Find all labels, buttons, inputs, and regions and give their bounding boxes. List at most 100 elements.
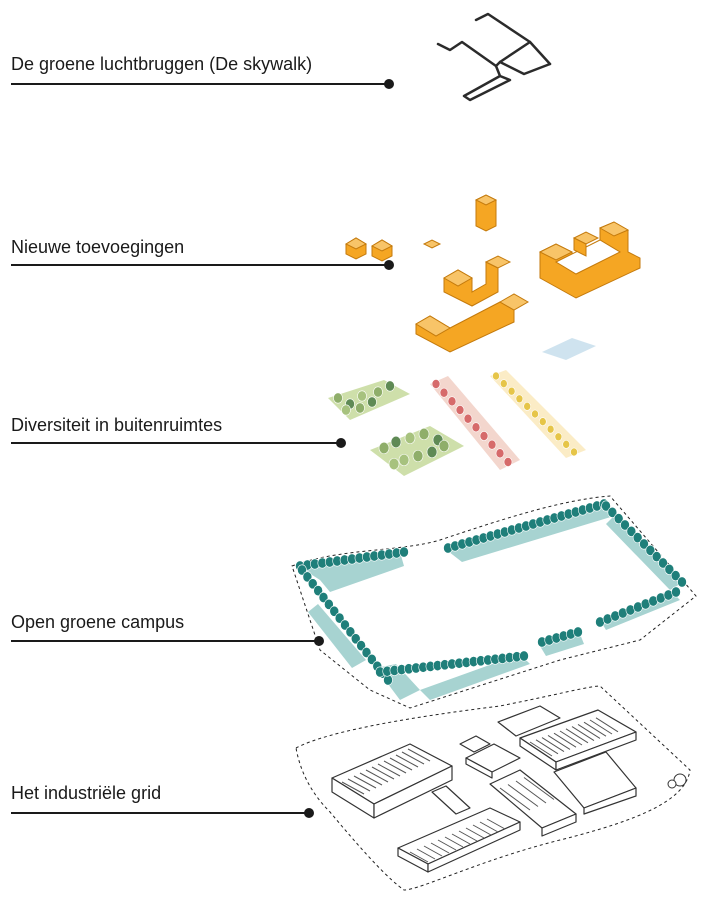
outdoor-tree <box>341 404 351 416</box>
roof-stripe <box>465 827 485 839</box>
roof-stripe <box>515 780 547 804</box>
campus-tree <box>607 506 618 518</box>
campus-tree <box>334 612 345 624</box>
outdoor-tree <box>333 392 343 404</box>
leader-line-additions <box>11 264 389 266</box>
outdoor-tree-red <box>447 396 457 407</box>
leader-line-grid <box>11 812 309 814</box>
campus-tree <box>350 633 361 645</box>
roof-stripe <box>444 836 464 848</box>
roof-stripe <box>389 757 413 771</box>
campus-tree <box>613 513 624 525</box>
outdoor-tree <box>412 449 424 463</box>
outdoor-tree-red <box>487 439 497 450</box>
campus-tree <box>367 653 377 665</box>
roof-stripe <box>553 732 577 748</box>
industrial-roof-stripes <box>341 717 619 863</box>
leader-dot-grid <box>304 808 314 818</box>
industrial-small-structure <box>667 773 687 789</box>
roof-stripe <box>416 848 436 860</box>
roof-stripe <box>365 769 389 783</box>
campus-tree <box>307 578 318 590</box>
outdoor-tree <box>378 441 390 455</box>
roof-stripe <box>395 754 419 768</box>
campus-tree <box>356 640 366 652</box>
roof-stripe <box>535 739 559 755</box>
campus-tree <box>671 586 681 598</box>
roof-stripe <box>577 723 601 739</box>
outdoor-tree <box>388 457 400 471</box>
roof-stripe <box>565 728 589 744</box>
outdoor-tree-yellow <box>570 447 578 457</box>
outdoor-tree-red <box>471 422 481 433</box>
layer-label-grid: Het industriële grid <box>11 783 162 803</box>
roof-stripe <box>401 751 425 765</box>
campus-tree <box>519 650 529 662</box>
campus-tree <box>318 592 329 603</box>
campus-tree <box>677 576 687 588</box>
outdoor-tree <box>355 402 365 414</box>
campus-tree <box>329 605 340 617</box>
roof-stripe <box>547 734 571 750</box>
outdoor-tree-yellow <box>546 424 555 434</box>
roof-stripe <box>430 842 450 854</box>
roof-stripe <box>529 741 553 757</box>
campus-tree <box>626 525 637 537</box>
campus-tree <box>658 557 668 569</box>
outdoor-tree <box>404 431 416 445</box>
outdoor-tree <box>390 435 402 449</box>
layer-label-campus: Open groene campus <box>11 612 185 632</box>
campus-outline <box>291 495 697 709</box>
roof-stripe <box>409 851 429 863</box>
outdoor-tree <box>438 439 450 453</box>
campus-tree-band <box>295 498 687 686</box>
outdoor-tree-yellow <box>538 417 547 426</box>
outdoor-tree <box>418 427 430 441</box>
outdoor-tree-red <box>431 379 441 389</box>
leader-line-outdoor <box>11 442 341 444</box>
roof-stripe <box>479 821 499 833</box>
roof-stripe <box>423 845 443 857</box>
roof-stripe <box>383 760 407 774</box>
roof-stripe <box>359 772 383 786</box>
outdoor-tree-red <box>479 431 489 441</box>
leader-dot-campus <box>314 636 324 646</box>
outdoor-tree-yellow <box>515 394 524 404</box>
layer-label-additions: Nieuwe toevoegingen <box>11 237 185 257</box>
skywalk-lines <box>436 12 552 102</box>
leader-line-skywalk <box>11 83 389 85</box>
campus-tree <box>639 538 649 550</box>
roof-stripe <box>589 719 613 735</box>
roof-stripe <box>486 818 506 830</box>
outdoor-tree <box>385 380 395 392</box>
roof-stripe <box>458 830 478 842</box>
outdoor-tree-yellow <box>507 386 516 396</box>
leader-dot-outdoor <box>336 438 346 448</box>
leader-dot-additions <box>384 260 394 270</box>
leader-dot-skywalk <box>384 79 394 89</box>
outdoor-trees <box>333 371 578 471</box>
campus-tree <box>399 546 409 558</box>
roof-stripe <box>583 721 607 737</box>
outdoor-tree-yellow <box>531 409 539 419</box>
outdoor-tree-red <box>455 405 465 415</box>
outdoor-tree-red <box>439 387 449 398</box>
roof-stripe <box>507 784 539 807</box>
roof-stripe <box>499 787 531 811</box>
campus-tree <box>324 598 334 610</box>
outdoor-tree-red <box>463 413 473 424</box>
outdoor-tree <box>357 390 367 402</box>
campus-tree <box>651 551 662 563</box>
roof-stripe <box>371 766 395 780</box>
outdoor-tree-yellow <box>523 402 532 411</box>
roof-stripe <box>472 824 492 836</box>
roof-stripe <box>595 717 619 733</box>
new-additions <box>344 194 641 353</box>
layer-label-skywalk: De groene luchtbruggen (De skywalk) <box>11 54 313 74</box>
campus-tree <box>302 571 313 583</box>
roof-stripe <box>377 763 401 777</box>
campus-tree <box>664 563 675 575</box>
roof-stripe <box>341 781 365 795</box>
roof-stripe <box>523 777 555 800</box>
